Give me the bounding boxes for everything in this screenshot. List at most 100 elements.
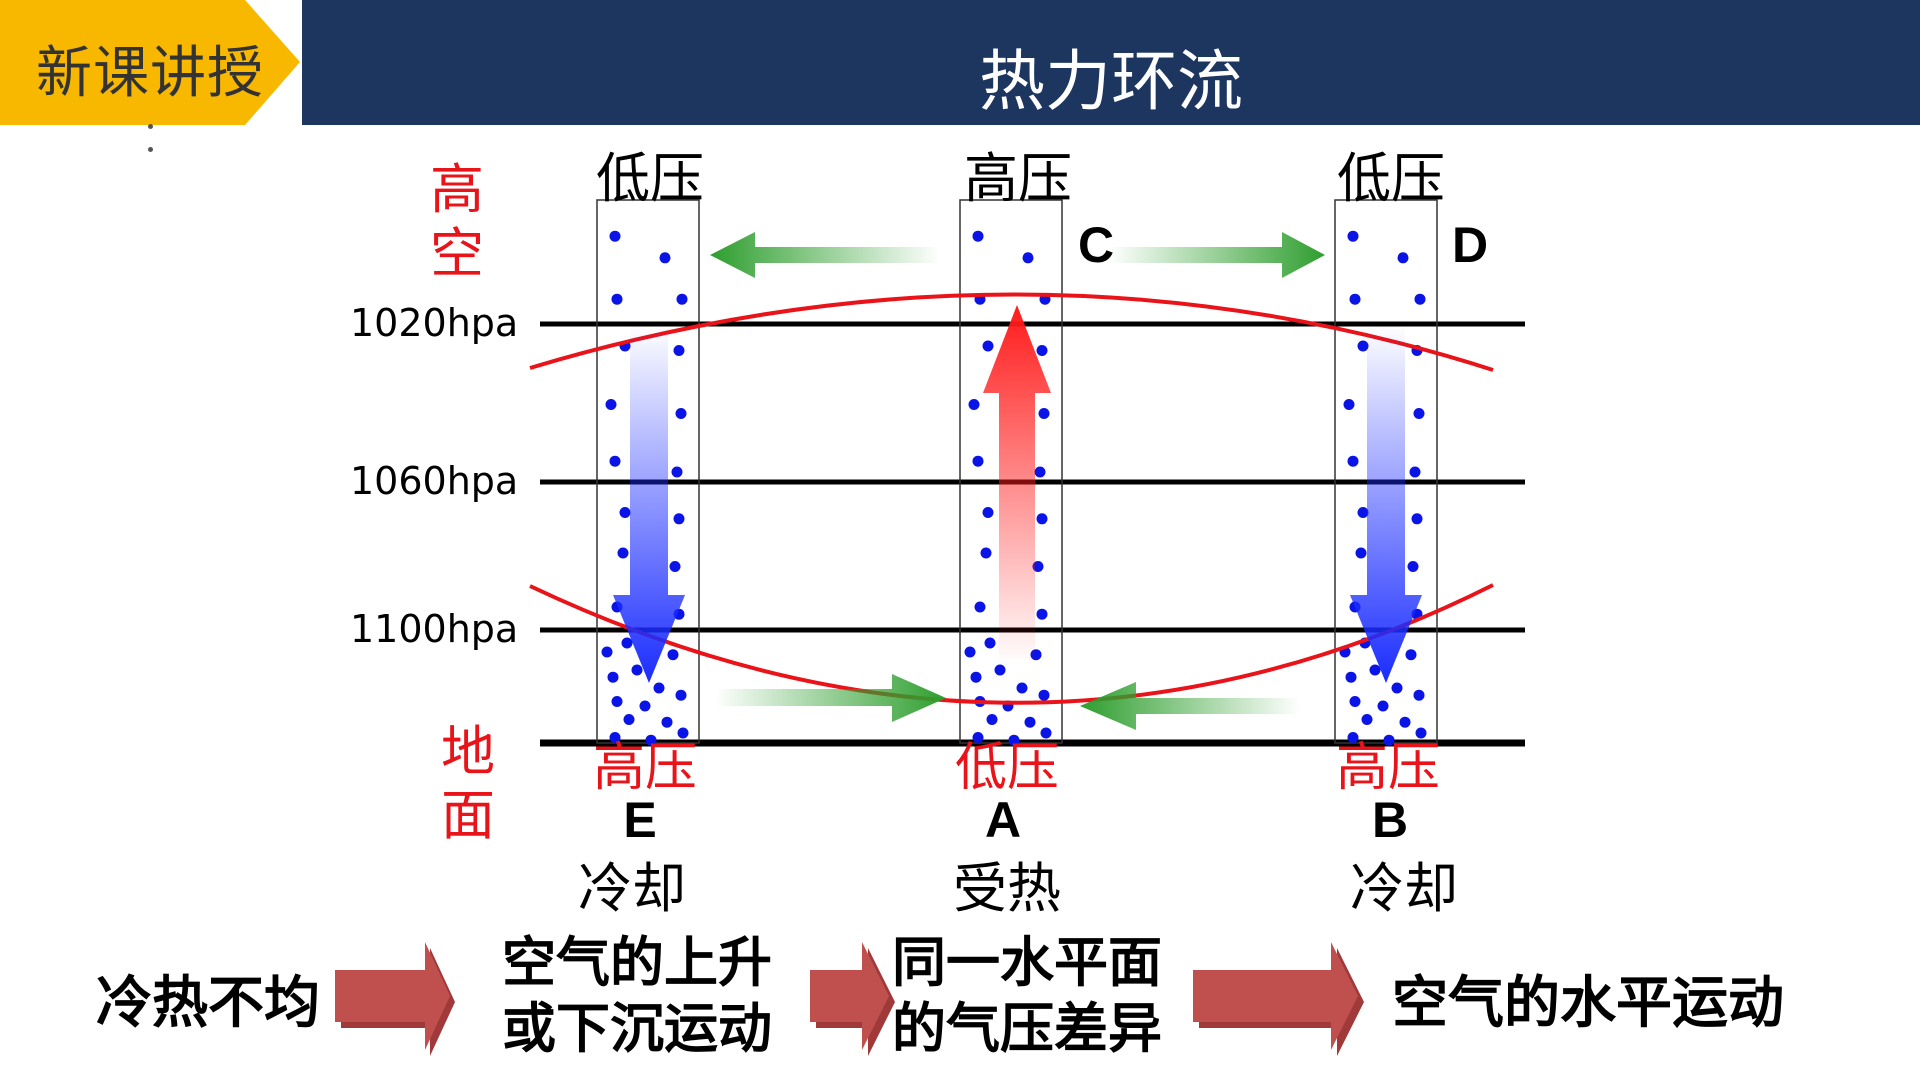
air-particle	[968, 399, 980, 410]
air-particle	[980, 547, 992, 559]
ground-label: 地面	[441, 720, 495, 847]
lower-isobar-curve	[529, 583, 1494, 705]
air-particle	[1349, 696, 1361, 707]
air-particle	[1347, 732, 1359, 743]
air-particle	[1391, 682, 1403, 694]
air-particle	[609, 455, 621, 467]
air-particle	[1349, 293, 1361, 305]
air-particle	[972, 455, 984, 467]
air-particle	[677, 727, 689, 739]
air-particle	[1411, 513, 1423, 525]
air-particle	[1038, 689, 1050, 701]
air-particle	[1377, 700, 1389, 712]
air-particle	[621, 637, 633, 649]
air-particle	[1369, 664, 1381, 676]
air-particle	[1040, 727, 1052, 739]
page-title: 热力环流	[979, 43, 1243, 120]
air-particle	[1032, 561, 1044, 572]
air-particle	[617, 547, 629, 559]
condition-E: 冷却	[578, 857, 686, 920]
air-particle	[1038, 408, 1050, 419]
air-particle	[1036, 513, 1048, 525]
air-particle	[1345, 671, 1357, 683]
upper-pressure-E: 低压	[596, 147, 704, 210]
ground-arrow-from-E	[715, 674, 946, 722]
air-particle	[1405, 649, 1417, 661]
flow-arrow-3	[1193, 942, 1364, 1056]
air-particle	[1413, 689, 1425, 701]
ground-pressure-A: 低压	[955, 738, 1059, 798]
isobar-label-1100: 1100hpa	[350, 607, 518, 651]
rise-arrow-A	[983, 305, 1051, 665]
air-particle	[1415, 727, 1427, 739]
air-particle	[1008, 734, 1020, 746]
air-particle	[1034, 466, 1046, 478]
air-particle	[986, 714, 998, 725]
flow-step-3: 同一水平面 的气压差异	[892, 931, 1162, 1060]
upper-isobar-curve	[529, 292, 1494, 372]
air-particle	[1361, 714, 1373, 725]
air-particle	[605, 399, 617, 410]
air-particle	[1343, 399, 1355, 410]
air-particle	[669, 561, 681, 572]
sink-arrow-E	[613, 325, 685, 683]
air-particle	[1347, 230, 1359, 242]
air-particle	[1397, 252, 1409, 264]
air-particle	[1024, 716, 1036, 728]
condition-B: 冷却	[1350, 857, 1458, 920]
air-particle	[1016, 682, 1028, 694]
air-particle	[609, 230, 621, 242]
air-particle	[659, 252, 671, 264]
ground-arrow-from-B	[1080, 682, 1300, 730]
air-particle	[1022, 252, 1034, 264]
air-particle	[609, 732, 621, 743]
air-particle	[673, 513, 685, 525]
air-particle	[972, 230, 984, 242]
air-particle	[623, 714, 635, 725]
upper-pressure-A: 高压	[964, 147, 1072, 210]
upper-air-label-1: 高空	[430, 158, 484, 285]
point-label-C: C	[1078, 217, 1114, 273]
air-particle	[1355, 547, 1367, 559]
air-particle	[1036, 608, 1048, 620]
air-particle	[653, 682, 665, 694]
air-particle	[1383, 734, 1395, 746]
air-particle	[645, 734, 657, 746]
sink-arrow-B	[1350, 325, 1422, 683]
air-particle	[1414, 293, 1426, 305]
air-particle	[667, 649, 679, 661]
air-particle	[1357, 340, 1369, 352]
air-particle	[619, 507, 631, 518]
ground-pressure-B: 高压	[1336, 738, 1440, 798]
section-badge: 新课讲授	[0, 0, 300, 125]
isobar-label-1060: 1060hpa	[350, 459, 518, 503]
air-particle	[1409, 466, 1421, 478]
air-particle	[675, 408, 687, 419]
air-particle	[1407, 561, 1419, 572]
flow-arrow-2	[810, 942, 895, 1056]
air-particle	[661, 716, 673, 728]
flow-arrow-1	[335, 942, 455, 1056]
air-particles	[601, 230, 1427, 746]
air-particle	[982, 340, 994, 352]
ground-pressure-E: 高压	[593, 738, 697, 798]
upper-pressure-B: 低压	[1337, 147, 1445, 210]
air-particle	[964, 646, 976, 658]
air-particle	[676, 293, 688, 305]
flow-step-1: 冷热不均	[96, 971, 320, 1036]
air-particle	[601, 646, 613, 658]
air-particle	[972, 732, 984, 743]
decorative-dots	[148, 124, 154, 170]
air-particle	[994, 664, 1006, 676]
point-label-D: D	[1452, 217, 1488, 273]
air-particle	[1357, 507, 1369, 518]
air-particle	[673, 345, 685, 356]
air-particle	[671, 466, 683, 478]
air-particle	[1036, 345, 1048, 356]
air-particle	[631, 664, 643, 676]
air-particle	[611, 696, 623, 707]
point-label-A: A	[985, 792, 1021, 848]
badge-arrow-shape	[0, 0, 300, 125]
air-particle	[1347, 455, 1359, 467]
